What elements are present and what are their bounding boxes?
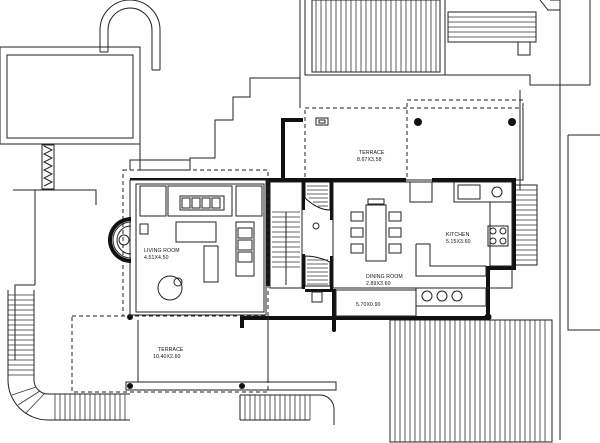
door-details [315,117,329,126]
terrace-bottom-name: TERRACE [158,347,184,353]
bottom-terrace [71,315,337,393]
living-room-size: 4.51X4.50 [144,255,169,261]
kitchen-name: KITCHEN [446,232,470,238]
stairs-bottom-center [239,394,335,425]
terrace-top-size: 8.67X3.58 [357,157,382,163]
round-tower [99,0,161,71]
pool [0,46,141,190]
walls [130,118,516,331]
stairs-top [311,0,560,73]
corridor-size: 5.70X0.90 [356,302,381,308]
stairs-right [514,184,538,266]
living-room-name: LIVING ROOM [144,248,180,254]
dining-room-size: 2.89X3.60 [366,281,391,287]
dining-kitchen [332,181,513,307]
stairs-bottom-left [7,290,130,421]
living-room-area [108,169,269,317]
terrace-top-name: TERRACE [359,150,385,156]
corridor [335,289,417,317]
top-terrace [304,99,524,181]
room-labels: TERRACE 8.67X3.58 LIVING ROOM 4.51X4.50 … [144,150,471,360]
stairs-bottom-right [389,319,553,443]
kitchen-size: 5.15X3.60 [446,239,471,245]
terrace-bottom-size: 10.40X2.60 [153,354,181,360]
dining-room-name: DINING ROOM [366,274,403,280]
center-stairs [269,181,331,303]
